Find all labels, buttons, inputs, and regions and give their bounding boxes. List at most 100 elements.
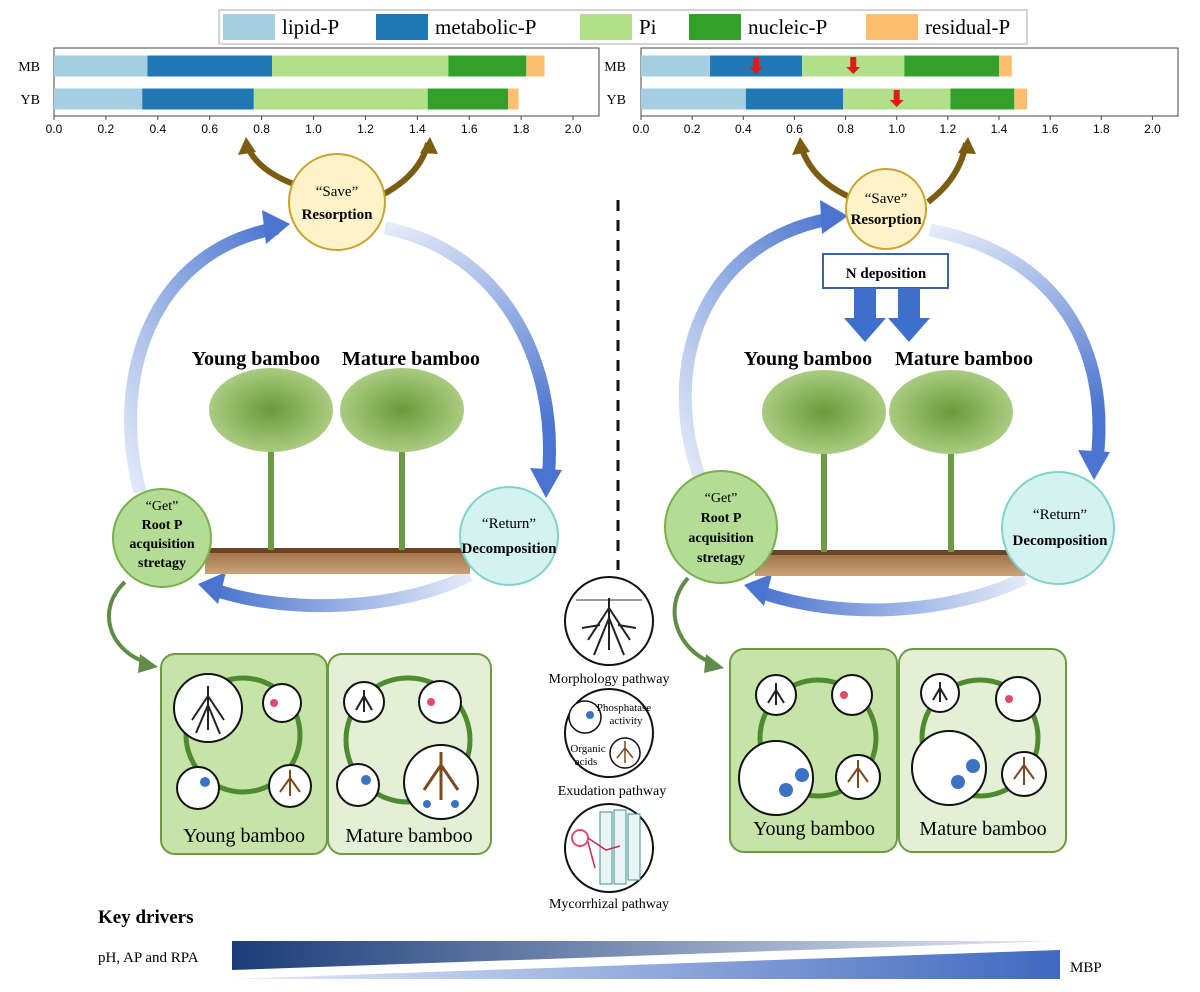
- bamboo-canopy: [762, 370, 886, 454]
- mature-bamboo-title: Mature bamboo: [342, 348, 480, 370]
- strategy-panel-young-right: Young bamboo: [729, 648, 898, 853]
- legend-swatch: [580, 14, 632, 40]
- svg-text:acquisition: acquisition: [129, 537, 195, 552]
- bamboo-stem: [399, 420, 405, 550]
- key-drivers: Key drivers pH, AP and RPA MBP: [98, 907, 1102, 979]
- cycle-arrow-save-to-return: [928, 223, 1106, 461]
- bar-segment-nucleic-p-mb: [904, 55, 999, 77]
- bar-segment-metabolic-p-mb: [147, 55, 272, 77]
- morphology-pathway: Morphology pathway: [549, 576, 669, 687]
- n-deposition: N deposition: [822, 253, 949, 342]
- svg-text:Decomposition: Decomposition: [1013, 533, 1109, 549]
- decrease-marker-icon: [889, 90, 904, 107]
- strategy-panel-young-left: Young bamboo: [160, 653, 328, 855]
- svg-text:Mature bamboo: Mature bamboo: [345, 825, 472, 847]
- bar-segment-lipid-p-mb: [641, 55, 711, 77]
- bamboo-canopy: [340, 368, 464, 452]
- bar-segment-nucleic-p-yb: [427, 88, 509, 110]
- cycle-arrowhead: [1078, 450, 1110, 480]
- legend-label: nucleic-P: [748, 15, 827, 39]
- driver-right-label: MBP: [1070, 960, 1102, 976]
- bar-segment-residual-p-yb: [1014, 88, 1028, 110]
- legend-item-nucleic-p: nucleic-P: [689, 14, 827, 40]
- bar-segment-nucleic-p-yb: [950, 88, 1015, 110]
- svg-text:“Save”: “Save”: [316, 184, 358, 200]
- green-arrow: [106, 580, 146, 664]
- brown-arrowhead: [238, 137, 256, 155]
- svg-text:“Get”: “Get”: [705, 491, 738, 506]
- svg-text:N deposition: N deposition: [846, 266, 927, 282]
- legend-item-lipid-p: lipid-P: [223, 14, 339, 40]
- x-tick-label: 0.2: [98, 122, 115, 136]
- x-tick-label: 1.0: [305, 122, 322, 136]
- svg-text:Phosphatase: Phosphatase: [597, 702, 652, 714]
- svg-text:Young bamboo: Young bamboo: [183, 825, 305, 847]
- x-tick-label: 0.8: [837, 122, 854, 136]
- exudation-icon: [911, 730, 987, 806]
- x-tick-label: 0.8: [253, 122, 270, 136]
- mycorrhiza-icon: [418, 680, 462, 724]
- bar-segment-nucleic-p-mb: [448, 55, 527, 77]
- legend-swatch: [689, 14, 741, 40]
- x-tick-label: 1.0: [888, 122, 905, 136]
- svg-text:Exudation pathway: Exudation pathway: [558, 784, 666, 799]
- green-arrowhead: [704, 654, 724, 673]
- svg-text:Root P: Root P: [142, 518, 183, 533]
- brown-arrow: [380, 142, 431, 198]
- x-tick-label: 0.2: [684, 122, 701, 136]
- cycle-arrowhead: [820, 200, 848, 234]
- return-node: “Return” Decomposition: [1001, 471, 1115, 585]
- bar-segment-residual-p-yb: [508, 88, 519, 110]
- mature-bamboo-title: Mature bamboo: [895, 348, 1033, 370]
- down-arrow: [844, 288, 886, 342]
- svg-text:“Return”: “Return”: [1033, 507, 1087, 523]
- x-tick-label: 2.0: [1144, 122, 1161, 136]
- decrease-marker-icon: [846, 57, 861, 74]
- brown-arrowhead: [420, 137, 438, 154]
- legend-label: metabolic-P: [435, 15, 536, 39]
- category-label: YB: [607, 93, 626, 108]
- bar-segment-lipid-p-yb: [641, 88, 746, 110]
- bamboo-scene-right: [755, 370, 1025, 576]
- cycle-arrow-return-to-get: [212, 569, 473, 613]
- driver-wedge-decreasing: [232, 941, 1060, 970]
- svg-text:activity: activity: [610, 715, 643, 727]
- driver-wedge-increasing: [232, 950, 1060, 979]
- get-node: “Get” Root P acquisition stretagy: [112, 488, 212, 588]
- exudation-icon: [336, 763, 380, 807]
- svg-text:acids: acids: [575, 756, 598, 768]
- x-tick-label: 0.4: [149, 122, 166, 136]
- decrease-marker-icon: [749, 57, 764, 74]
- save-node: “Save” Resorption: [288, 153, 386, 251]
- legend-item-residual-p: residual-P: [866, 14, 1010, 40]
- svg-text:“Return”: “Return”: [482, 516, 536, 532]
- pathway-legend: Morphology pathway Phosphatase activity …: [549, 576, 669, 912]
- x-tick-label: 0.0: [46, 122, 63, 136]
- get-node: “Get” Root P acquisition stretagy: [664, 470, 778, 584]
- bar-segment-metabolic-p-yb: [745, 88, 844, 110]
- legend-item-metabolic-p: metabolic-P: [376, 14, 536, 40]
- green-arrowhead: [138, 654, 158, 673]
- cycle-arrow-get-to-save: [124, 221, 280, 494]
- legend-label: residual-P: [925, 15, 1010, 39]
- down-arrow: [888, 288, 930, 342]
- key-drivers-title: Key drivers: [98, 907, 194, 928]
- x-tick-label: 1.2: [940, 122, 957, 136]
- legend-swatch: [376, 14, 428, 40]
- exudation-pathway: Phosphatase activity Organic acids Exuda…: [558, 688, 666, 799]
- bar-segment-pi-mb: [272, 55, 449, 77]
- cycle-arrowhead: [530, 468, 562, 498]
- x-tick-label: 2.0: [565, 122, 582, 136]
- x-tick-label: 1.4: [409, 122, 426, 136]
- legend-swatch: [866, 14, 918, 40]
- svg-text:Mature bamboo: Mature bamboo: [919, 818, 1046, 840]
- svg-text:Resorption: Resorption: [302, 207, 373, 223]
- cycle-left: Young bamboo Mature bamboo “Save” Resorp…: [106, 137, 562, 855]
- x-tick-label: 1.2: [357, 122, 374, 136]
- exudation-icon: [738, 740, 814, 816]
- bar-segment-lipid-p-yb: [54, 88, 143, 110]
- young-bamboo-title: Young bamboo: [192, 348, 320, 370]
- x-tick-label: 0.4: [735, 122, 752, 136]
